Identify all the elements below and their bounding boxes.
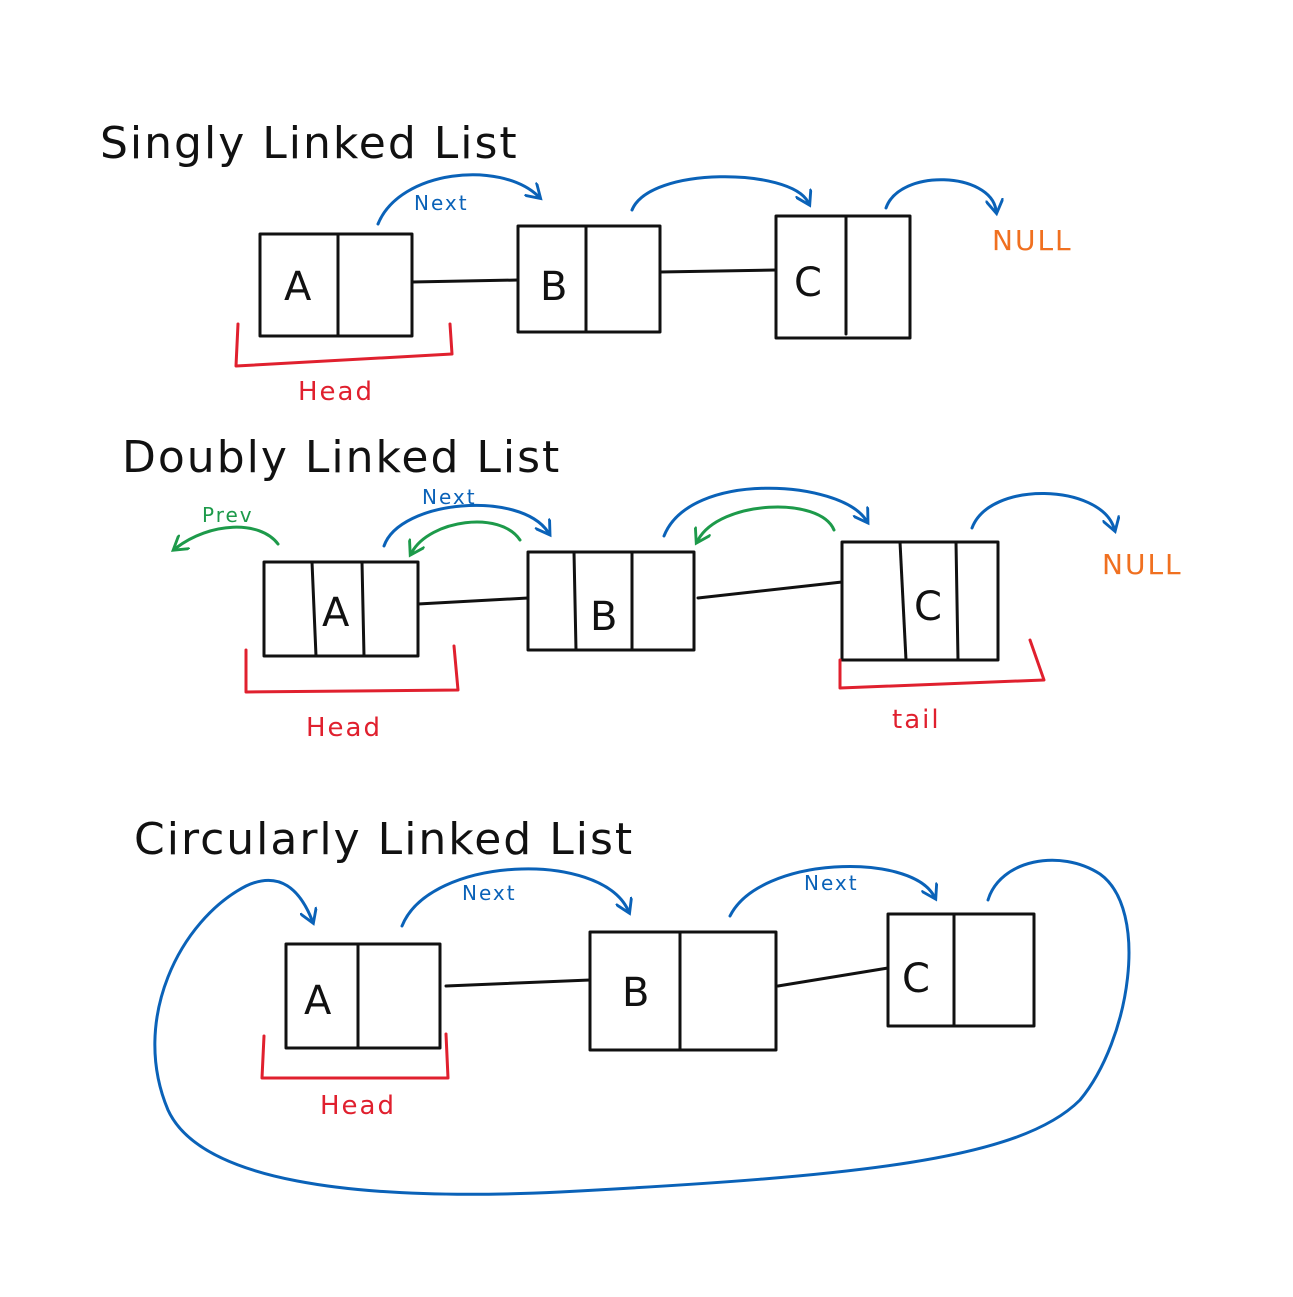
circular-link-ab: [444, 978, 592, 988]
singly-title: Singly Linked List: [100, 118, 519, 169]
circular-node-b-label: B: [622, 970, 649, 1016]
doubly-node-a: A: [262, 560, 420, 658]
doubly-linked-list-section: Doubly Linked List A B C Prev: [122, 432, 1183, 743]
circular-node-a-label: A: [304, 978, 332, 1024]
circular-link-bc: [776, 966, 890, 988]
singly-next-arrow-bc: [630, 175, 808, 212]
circular-next-arrow-c-a: [153, 858, 1131, 1196]
circular-next-label-1: Next: [462, 881, 517, 905]
doubly-prev-label: Prev: [202, 503, 254, 527]
doubly-next-arrow-c-null: [970, 492, 1114, 528]
doubly-head-label: Head: [306, 713, 382, 743]
doubly-node-a-label: A: [322, 590, 350, 636]
singly-next-arrow-c-null: [884, 178, 996, 210]
singly-node-b-label: B: [540, 264, 567, 310]
singly-node-c: C: [774, 214, 912, 340]
circular-next-label-2: Next: [804, 871, 859, 895]
singly-node-c-label: C: [794, 260, 822, 306]
circular-title: Circularly Linked List: [134, 814, 634, 865]
circular-head-label: Head: [320, 1091, 396, 1121]
doubly-node-b: B: [526, 550, 696, 652]
doubly-tail-bracket: [838, 638, 1046, 690]
doubly-null-label: NULL: [1102, 548, 1183, 581]
doubly-node-c: C: [840, 540, 1000, 662]
circular-next-arrow-ab: [400, 867, 628, 928]
singly-node-a-label: A: [284, 264, 312, 310]
doubly-title: Doubly Linked List: [122, 432, 561, 483]
doubly-next-arrow-ab: [382, 504, 548, 548]
singly-null-label: NULL: [992, 224, 1073, 257]
doubly-next-arrow-bc: [662, 486, 866, 538]
doubly-node-c-label: C: [914, 584, 942, 630]
doubly-prev-arrow-cb: [698, 505, 836, 540]
singly-head-bracket: [234, 322, 454, 368]
doubly-head-bracket: [244, 644, 460, 694]
circular-node-c-label: C: [902, 956, 930, 1002]
doubly-node-b-label: B: [590, 594, 617, 640]
singly-next-label: Next: [414, 191, 469, 215]
singly-node-b: B: [516, 224, 662, 334]
doubly-link-bc: [696, 580, 844, 600]
circular-head-bracket: [260, 1032, 450, 1080]
circular-next-arrow-bc: [728, 865, 934, 918]
doubly-prev-arrow-ba: [412, 520, 522, 552]
circular-node-c: C: [886, 912, 1036, 1028]
singly-link-ab: [410, 278, 520, 284]
singly-linked-list-section: Singly Linked List A B C Next NULL Head: [100, 118, 1073, 407]
doubly-link-ab: [416, 596, 530, 606]
circular-linked-list-section: Circularly Linked List A B C Next Next: [134, 814, 1131, 1196]
singly-head-label: Head: [298, 377, 374, 407]
singly-node-a: A: [258, 232, 414, 338]
doubly-tail-label: tail: [892, 705, 941, 735]
singly-next-arrow-ab: [376, 173, 538, 226]
circular-node-b: B: [588, 930, 778, 1052]
doubly-prev-arrow-a-out: [176, 525, 280, 548]
doubly-next-label: Next: [422, 485, 477, 509]
singly-link-bc: [658, 268, 778, 274]
circular-node-a: A: [284, 942, 442, 1050]
